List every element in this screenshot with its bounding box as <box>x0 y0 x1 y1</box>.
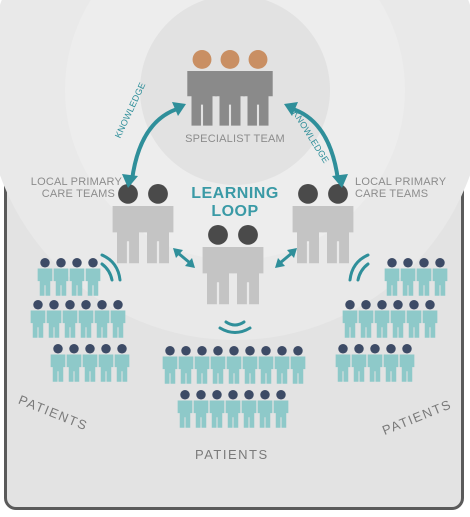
learning-loop-line1: LEARNING <box>191 185 279 202</box>
arrow-icon <box>185 258 195 268</box>
patient-icon <box>342 300 358 338</box>
patient-icon <box>422 300 438 338</box>
patient-icon <box>53 258 69 296</box>
patient-icon <box>37 258 53 296</box>
care-team-person-icon <box>202 225 234 305</box>
patient-icon <box>351 344 367 382</box>
patient-icon <box>274 346 290 384</box>
patient-icon <box>162 346 178 384</box>
patient-icon <box>98 344 114 382</box>
specialist-person-icon <box>187 50 217 126</box>
patient-icon <box>178 346 194 384</box>
signal-icon <box>218 320 252 334</box>
care-team-person-icon <box>142 184 174 264</box>
patients-center-label: PATIENTS <box>195 447 269 462</box>
patient-icon <box>177 390 193 428</box>
patient-icon <box>399 344 415 382</box>
care-team-person-icon <box>322 184 354 264</box>
arrow-icon <box>332 174 348 188</box>
patient-icon <box>367 344 383 382</box>
arrow-icon <box>284 102 298 116</box>
patient-icon <box>335 344 351 382</box>
patient-icon <box>110 300 126 338</box>
loop-link-left <box>177 251 191 265</box>
arrow-icon <box>173 248 183 258</box>
patient-icon <box>94 300 110 338</box>
patient-icon <box>85 258 101 296</box>
local-left-label-1: LOCAL PRIMARY <box>30 176 122 188</box>
specialist-team-label: SPECIALIST TEAM <box>185 133 285 145</box>
patient-icon <box>242 346 258 384</box>
arrow-icon <box>275 258 285 268</box>
care-team-person-icon <box>232 225 264 305</box>
specialist-person-icon <box>215 50 245 126</box>
patient-icon <box>210 346 226 384</box>
signal-icon <box>100 253 122 282</box>
signal-icon <box>348 253 370 282</box>
patient-icon <box>194 346 210 384</box>
patient-icon <box>374 300 390 338</box>
patient-icon <box>46 300 62 338</box>
patient-icon <box>241 390 257 428</box>
patient-icon <box>226 346 242 384</box>
patient-icon <box>358 300 374 338</box>
patient-icon <box>390 300 406 338</box>
knowledge-arc-left <box>130 106 181 181</box>
patient-icon <box>257 390 273 428</box>
patient-icon <box>209 390 225 428</box>
local-left-label-2: CARE TEAMS <box>41 188 115 200</box>
patient-icon <box>273 390 289 428</box>
arrow-icon <box>172 102 186 116</box>
local-right-label-2: CARE TEAMS <box>355 188 429 200</box>
patient-icon <box>400 258 416 296</box>
patient-icon <box>78 300 94 338</box>
patient-icon <box>50 344 66 382</box>
learning-loop-line2: LOOP <box>211 203 259 220</box>
patient-icon <box>225 390 241 428</box>
knowledge-arc-right <box>289 106 340 181</box>
care-team-person-icon <box>292 184 324 264</box>
patient-icon <box>384 258 400 296</box>
patient-icon <box>416 258 432 296</box>
arrow-icon <box>122 174 138 188</box>
patient-icon <box>82 344 98 382</box>
loop-link-right <box>279 251 293 265</box>
patient-icon <box>193 390 209 428</box>
care-team-person-icon <box>112 184 144 264</box>
patient-icon <box>432 258 448 296</box>
patient-icon <box>406 300 422 338</box>
patient-icon <box>383 344 399 382</box>
specialist-person-icon <box>243 50 273 126</box>
patient-icon <box>30 300 46 338</box>
patient-icon <box>258 346 274 384</box>
patient-icon <box>62 300 78 338</box>
arrow-icon <box>287 248 297 258</box>
patient-icon <box>69 258 85 296</box>
patient-icon <box>66 344 82 382</box>
patient-icon <box>114 344 130 382</box>
local-right-label-1: LOCAL PRIMARY <box>355 176 447 188</box>
patient-icon <box>290 346 306 384</box>
